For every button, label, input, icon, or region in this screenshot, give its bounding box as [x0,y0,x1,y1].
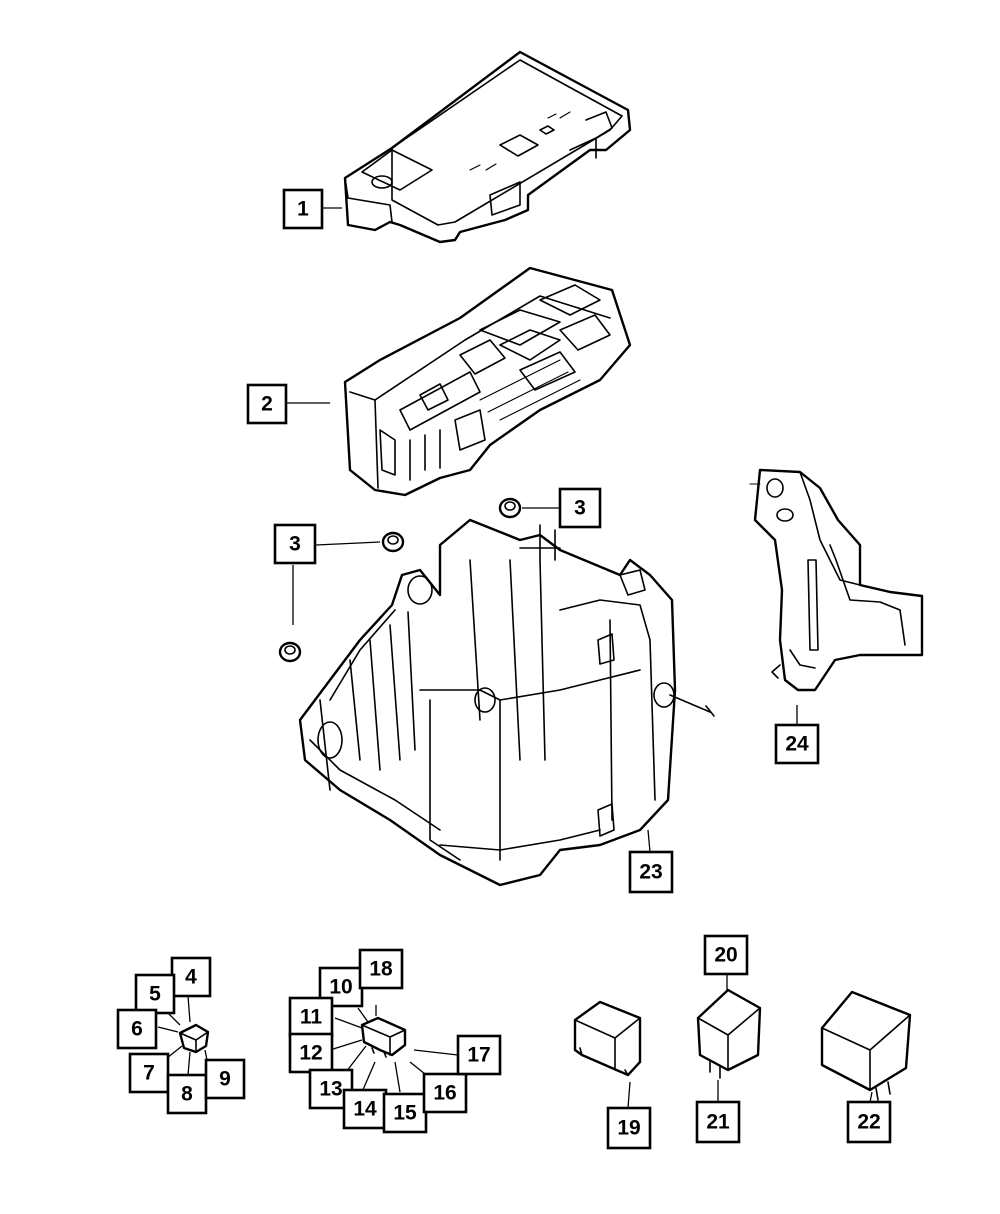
part-19-relay [573,1000,642,1077]
callout-11: 11 [288,996,334,1038]
callout-3-b: 3 [273,523,317,565]
part-2-fuse-box [343,266,632,497]
callout-1-label: 1 [297,198,309,221]
callout-18: 18 [358,948,404,990]
callout-9-label: 9 [219,1068,231,1091]
part-3-nut-b [381,531,405,553]
callout-15-label: 15 [393,1102,417,1125]
callout-3-a-label: 3 [574,497,586,520]
callout-16-label: 16 [433,1082,456,1105]
callout-13: 13 [308,1068,354,1110]
callout-5: 5 [134,973,176,1015]
callout-20: 20 [703,934,749,976]
callout-17-label: 17 [467,1044,490,1067]
callout-6-label: 6 [131,1018,143,1041]
callout-19: 19 [606,1106,652,1150]
callout-10-label: 10 [329,976,352,999]
callout-7: 7 [128,1052,170,1094]
callout-15: 15 [382,1092,428,1134]
callout-13-label: 13 [319,1078,342,1101]
part-fuse-medium [360,1016,407,1058]
callout-23: 23 [628,850,674,894]
part-24-bracket [749,468,924,692]
callout-21: 21 [695,1100,741,1144]
callout-8-label: 8 [181,1083,193,1106]
callout-7-label: 7 [143,1062,155,1085]
callout-4: 4 [170,956,212,998]
callout-23-label: 23 [639,861,662,884]
callout-2: 2 [246,383,288,425]
callout-12: 12 [288,1032,334,1074]
callout-22-label: 22 [857,1111,880,1134]
part-1-cover [343,50,632,244]
callout-3-a: 3 [558,487,602,529]
part-3-nut-c [278,641,302,663]
part-22-relay [820,990,912,1101]
callout-8: 8 [166,1073,208,1115]
callout-14-label: 14 [353,1098,377,1121]
callout-6: 6 [116,1008,158,1050]
callout-20-label: 20 [714,944,737,967]
part-3-nut-a [498,497,522,519]
callout-18-label: 18 [369,958,393,981]
callout-19-label: 19 [617,1117,640,1140]
part-fuse-small [178,1023,210,1054]
callout-5-label: 5 [149,983,161,1006]
callout-9: 9 [204,1058,246,1100]
callout-3-b-label: 3 [289,533,301,556]
callout-4-label: 4 [185,966,197,989]
part-20-21-relay [696,988,762,1079]
callout-12-label: 12 [299,1042,322,1065]
callout-1: 1 [282,188,324,230]
callout-24: 24 [774,723,820,765]
part-23-tray [298,518,715,887]
callout-22: 22 [846,1100,892,1144]
callout-16: 16 [422,1072,468,1114]
callout-21-label: 21 [706,1111,730,1134]
callout-14: 14 [342,1088,388,1130]
callout-2-label: 2 [261,393,273,416]
callout-11-label: 11 [300,1006,323,1029]
callout-24-label: 24 [785,733,809,756]
callout-17: 17 [456,1034,502,1076]
